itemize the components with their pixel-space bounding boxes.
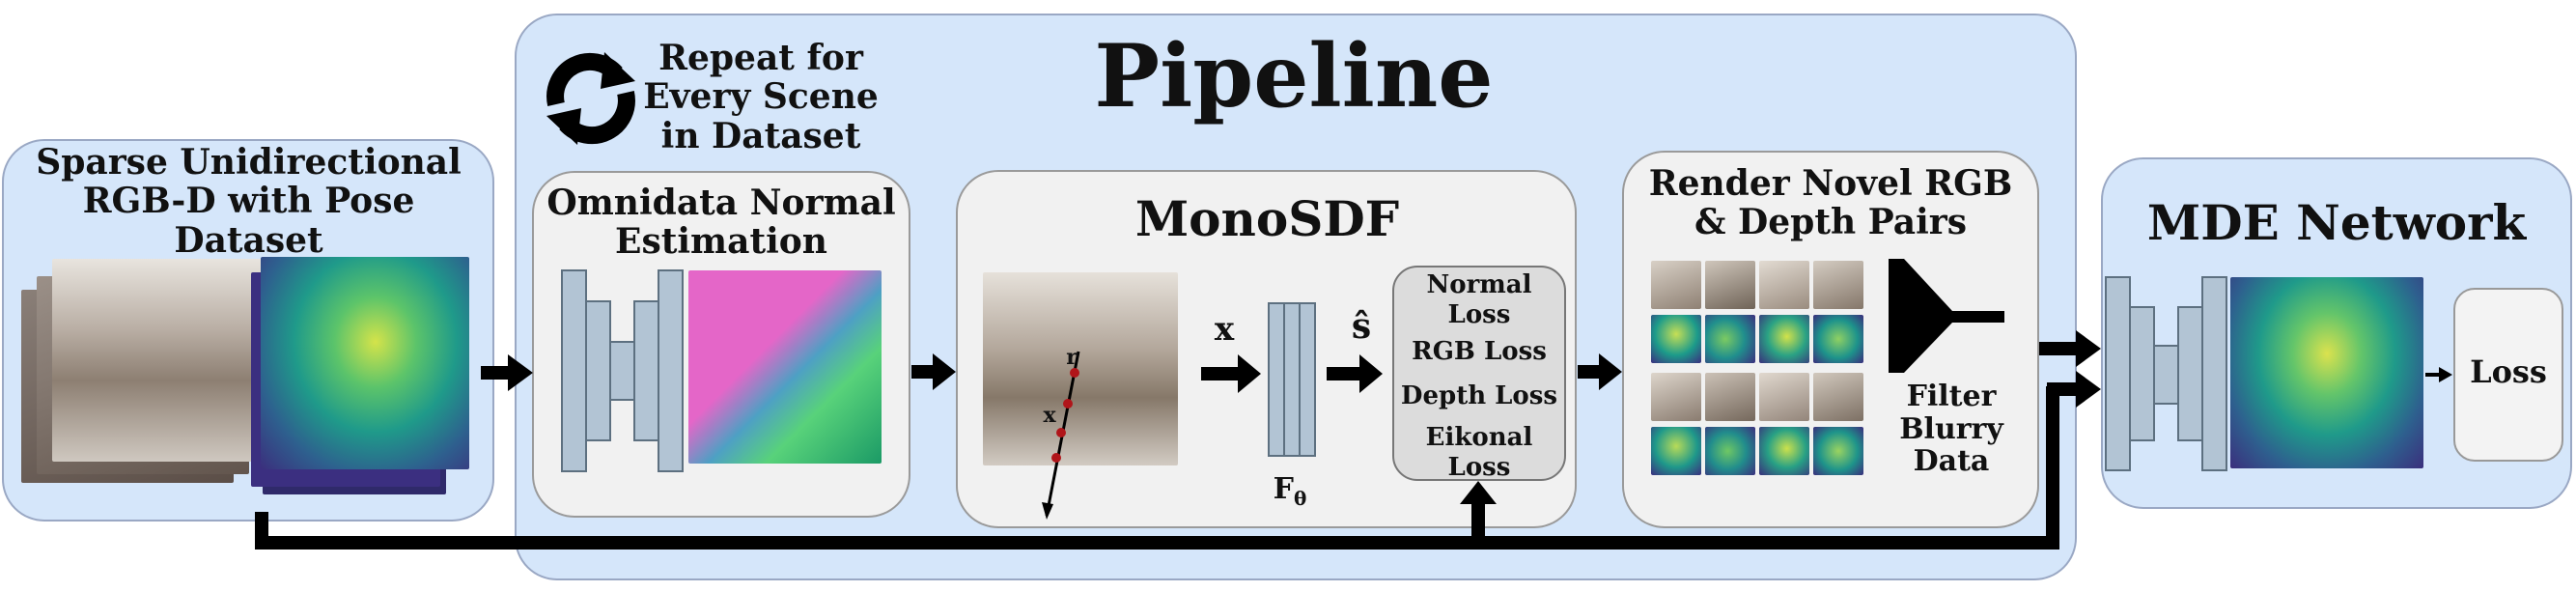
pipeline-title: Pipeline [1094, 25, 1494, 127]
refresh-icon [546, 52, 635, 145]
rendered-rgb-thumb [1759, 373, 1809, 421]
rendered-rgb-thumb [1813, 373, 1863, 421]
rgb-room-image [52, 259, 265, 462]
normal-map-image [688, 270, 882, 464]
rendered-rgb-thumb [1705, 261, 1755, 309]
omnidata-network-icon [561, 269, 684, 472]
ray-x-label: x [1043, 403, 1056, 428]
monosdf-rgb-image [983, 272, 1178, 465]
camera-ray-icon [1042, 351, 1080, 520]
rendered-depth-thumb [1813, 427, 1863, 475]
rendered-rgb-thumb [1813, 261, 1863, 309]
depth-map-image [261, 257, 469, 469]
loss-input-arrow [1460, 481, 1497, 545]
rendered-depth-thumb [1813, 315, 1863, 363]
repeat-label: Repeat for Every Scene in Dataset [643, 38, 879, 156]
sparse-dataset-title: Sparse Unidirectional RGB-D with Pose Da… [36, 142, 462, 261]
rendered-depth-thumb [1705, 315, 1755, 363]
monosdf-title: MonoSDF [1134, 190, 1400, 247]
loss-rgb: RGB Loss [1412, 337, 1547, 366]
mde-depth-image [2230, 277, 2423, 468]
funnel-icon [1889, 259, 2004, 373]
mde-loss-label: Loss [2470, 353, 2547, 390]
theta-subscript: θ [1293, 487, 1307, 510]
mlp-block-icon [1268, 302, 1316, 457]
rendered-rgb-thumb [1759, 261, 1809, 309]
loss-normal: Normal Loss [1426, 270, 1532, 330]
rendered-depth-thumb [1651, 427, 1701, 475]
rendered-depth-thumb [1759, 315, 1809, 363]
filter-label: Filter Blurry Data [1899, 380, 2003, 479]
rendered-depth-thumb [1705, 427, 1755, 475]
mde-loss-box [2453, 288, 2563, 462]
rendered-rgb-thumb [1705, 373, 1755, 421]
mde-title: MDE Network [2146, 194, 2527, 251]
rendered-rgb-thumb [1651, 373, 1701, 421]
rendered-rgb-thumb [1651, 261, 1701, 309]
render-title: Render Novel RGB & Depth Pairs [1648, 163, 2013, 243]
s-hat-label: ŝ [1351, 306, 1372, 347]
feedback-loop-arrow [255, 386, 2059, 550]
mde-network-icon [2105, 276, 2227, 471]
rendered-depth-thumb [1651, 315, 1701, 363]
x-input-label: x [1214, 310, 1235, 349]
rendered-pairs-grid [1651, 261, 1863, 478]
loss-eikonal: Eikonal Loss [1425, 423, 1533, 483]
f-label: F [1273, 472, 1294, 506]
omnidata-title: Omnidata Normal Estimation [546, 183, 896, 263]
ray-r-label: r [1066, 345, 1078, 370]
rendered-depth-thumb [1759, 427, 1809, 475]
loss-depth: Depth Loss [1400, 381, 1558, 410]
f-theta-label: Fθ [1261, 472, 1319, 510]
loss-box [1392, 266, 1566, 481]
